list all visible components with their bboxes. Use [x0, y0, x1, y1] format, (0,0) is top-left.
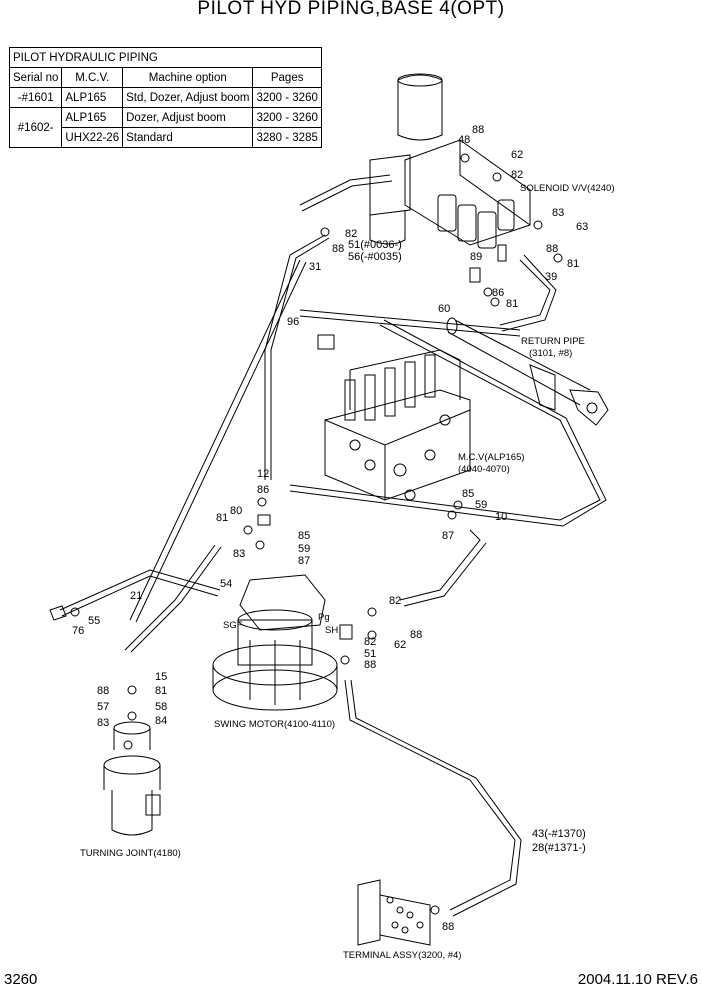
caption-turning-joint: TURNING JOINT(4180) — [80, 848, 181, 859]
callout-86: 86 — [492, 287, 504, 299]
callout-43: 43(-#1370) — [532, 828, 586, 840]
caption-mcv: M.C.V(ALP165) — [458, 452, 525, 463]
callout-82: 82 — [364, 636, 376, 648]
callout-63: 63 — [576, 221, 588, 233]
callout-62: 62 — [511, 149, 523, 161]
callout-83: 83 — [552, 207, 564, 219]
callout-76: 76 — [72, 625, 84, 637]
callout-82: 82 — [511, 169, 523, 181]
callout-59: 59 — [475, 499, 487, 511]
swing-motor — [212, 574, 338, 711]
callout-83: 83 — [97, 717, 109, 729]
caption-return-pipe: RETURN PIPE — [521, 336, 585, 347]
cell-serial-group: #1602- — [8, 107, 63, 148]
cell-pages: 3280 - 3285 — [252, 127, 322, 148]
filter — [369, 73, 443, 245]
fittings — [49, 153, 563, 915]
callout-48: 48 — [458, 134, 470, 146]
hose-87 — [399, 529, 487, 607]
port-label-sgf: SGF — [223, 620, 243, 631]
cell-option: Standard — [122, 127, 254, 148]
callout-96: 96 — [287, 316, 299, 328]
callout-88: 88 — [364, 659, 376, 671]
callout-81: 81 — [506, 298, 518, 310]
mcv-block — [324, 349, 471, 501]
callout-88: 88 — [472, 124, 484, 136]
hose-43 — [344, 679, 522, 917]
cell-pages: 3200 - 3260 — [252, 87, 322, 108]
callout-54: 54 — [220, 578, 232, 590]
port-label-sh: SH — [325, 625, 338, 636]
callout-51: 51 — [364, 648, 376, 660]
reference-table: PILOT HYDRAULIC PIPING Serial no M.C.V. … — [8, 47, 322, 148]
callout-85: 85 — [298, 530, 310, 542]
callout-59: 59 — [298, 543, 310, 555]
callout-55: 55 — [88, 615, 100, 627]
hose-96 — [129, 234, 607, 623]
callout-87: 87 — [298, 555, 310, 567]
return-pipe — [446, 317, 609, 426]
callout-88: 88 — [442, 921, 454, 933]
callout-21: 21 — [130, 590, 142, 602]
caption-return-pipe-ref: (3101, #8) — [529, 348, 572, 359]
table-row: UHX22-26 Standard 3280 - 3285 — [10, 127, 322, 148]
callout-82: 82 — [345, 228, 357, 240]
callout-51: 51(#0036-) — [348, 239, 402, 251]
callout-12: 12 — [257, 468, 269, 480]
callout-31: 31 — [309, 261, 321, 273]
callout-62: 62 — [394, 639, 406, 651]
hose-39 — [499, 254, 557, 332]
solenoid-valve — [404, 139, 531, 249]
callout-58: 58 — [155, 701, 167, 713]
callout-88: 88 — [332, 243, 344, 255]
callout-81: 81 — [216, 512, 228, 524]
callout-81: 81 — [155, 685, 167, 697]
callout-81: 81 — [567, 258, 579, 270]
caption-swing-motor: SWING MOTOR(4100-4110) — [214, 719, 335, 730]
page-title: PILOT HYD PIPING,BASE 4(OPT) — [197, 0, 505, 19]
callout-10: 10 — [495, 511, 507, 523]
callout-88: 88 — [97, 685, 109, 697]
callout-85: 85 — [462, 488, 474, 500]
callout-86: 86 — [257, 484, 269, 496]
port-label-pg: Pg — [318, 612, 330, 623]
revision-date: 2004.11.10 REV.6 — [577, 971, 698, 988]
callout-87: 87 — [442, 530, 454, 542]
callout-83: 83 — [233, 548, 245, 560]
callout-88: 88 — [546, 243, 558, 255]
hose-21 — [59, 544, 222, 653]
callout-56: 56(-#0035) — [348, 251, 402, 263]
callout-84: 84 — [155, 715, 167, 727]
turning-joint — [103, 721, 161, 836]
callout-60: 60 — [438, 303, 450, 315]
callout-82: 82 — [389, 595, 401, 607]
caption-solenoid: SOLENOID V/V(4240) — [520, 183, 615, 194]
callout-15: 15 — [155, 671, 167, 683]
cell-serial: -#1601 — [8, 87, 63, 108]
header-serial: Serial no — [8, 67, 63, 88]
callout-88: 88 — [410, 629, 422, 641]
callout-80: 80 — [230, 505, 242, 517]
callout-28: 28(#1371-) — [532, 842, 586, 854]
cell-option: Std, Dozer, Adjust boom — [122, 87, 254, 108]
callout-39: 39 — [545, 271, 557, 283]
caption-terminal-assy: TERMINAL ASSY(3200, #4) — [343, 950, 461, 961]
page-number: 3260 — [4, 971, 38, 988]
hose-31 — [299, 174, 393, 212]
caption-mcv-ref: (4040-4070) — [458, 464, 510, 475]
callout-89: 89 — [470, 251, 482, 263]
callout-57: 57 — [97, 701, 109, 713]
terminal-assy — [357, 879, 431, 946]
cell-option: Dozer, Adjust boom — [122, 107, 254, 128]
